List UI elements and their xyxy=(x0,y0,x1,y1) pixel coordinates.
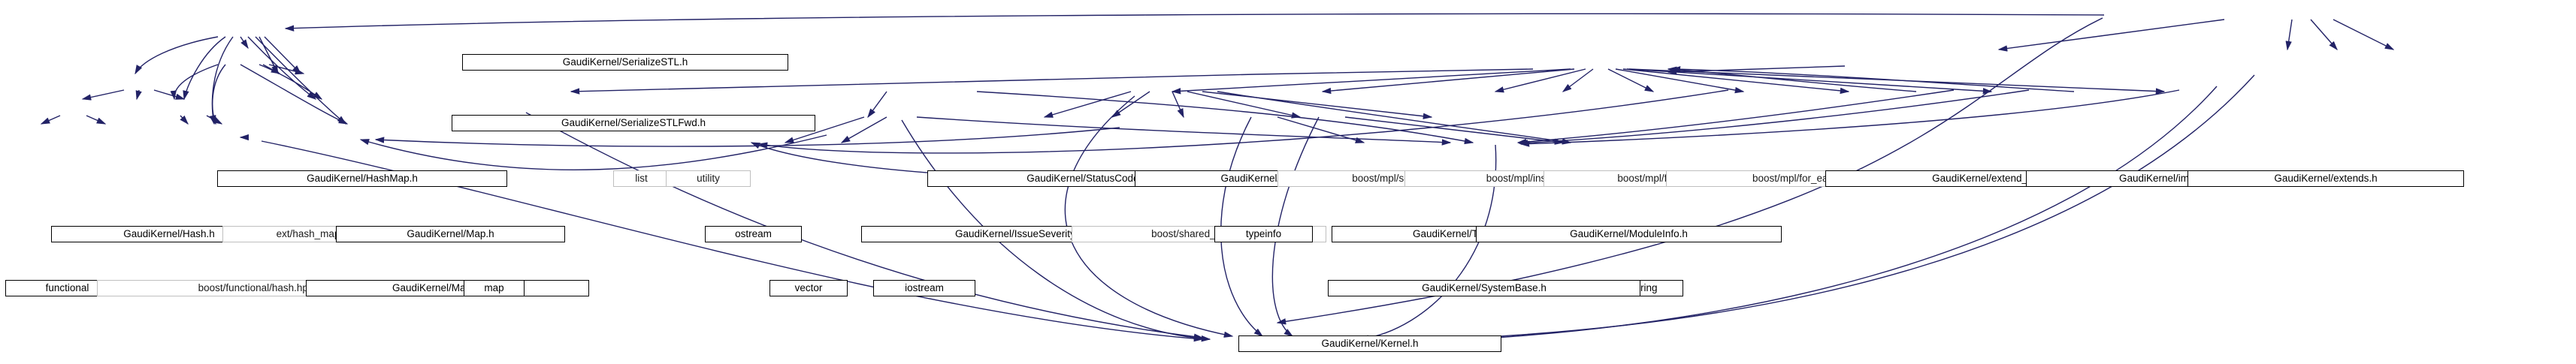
node-label: GaudiKernel/SystemBase.h xyxy=(1422,282,1547,294)
node-label: GaudiKernel/Kernel.h xyxy=(1321,338,1419,350)
node-label: GaudiKernel/HashMap.h xyxy=(307,173,418,185)
node-label: map xyxy=(484,282,504,294)
node-ostream[interactable]: ostream xyxy=(705,226,802,242)
node-typeinfo[interactable]: typeinfo xyxy=(1214,226,1313,242)
node-label: GaudiKernel/SerializeSTL.h xyxy=(562,56,688,68)
node-label: boost/functional/hash.hpp xyxy=(198,282,314,294)
node-label: GaudiKernel/Hash.h xyxy=(123,228,215,240)
node-serializestl[interactable]: GaudiKernel/SerializeSTL.h xyxy=(462,54,788,71)
node-label: GaudiKernel/StatusCode.h xyxy=(1026,173,1147,185)
node-list[interactable]: list xyxy=(613,170,670,187)
node-mapbase[interactable]: GaudiKernel/MapBase.h xyxy=(306,280,589,296)
node-iostream[interactable]: iostream xyxy=(873,280,975,296)
node-systembase[interactable]: GaudiKernel/SystemBase.h xyxy=(1328,280,1640,296)
node-hashmap[interactable]: GaudiKernel/HashMap.h xyxy=(217,170,507,187)
node-serializestlfwd[interactable]: GaudiKernel/SerializeSTLFwd.h xyxy=(452,115,815,131)
node-label: GaudiKernel/Map.h xyxy=(407,228,494,240)
node-label: iostream xyxy=(905,282,944,294)
node-label: utility xyxy=(697,173,720,185)
node-label: functional xyxy=(45,282,89,294)
node-utility[interactable]: utility xyxy=(666,170,751,187)
node-label: list xyxy=(635,173,648,185)
node-vector[interactable]: vector xyxy=(769,280,848,296)
node-moduleinfo[interactable]: GaudiKernel/ModuleInfo.h xyxy=(1476,226,1782,242)
node-label: GaudiKernel/ModuleInfo.h xyxy=(1570,228,1688,240)
node-kernel[interactable]: GaudiKernel/Kernel.h xyxy=(1238,335,1501,352)
node-extends[interactable]: GaudiKernel/extends.h xyxy=(2187,170,2464,187)
node-label: ext/hash_map xyxy=(276,228,340,240)
node-map-h[interactable]: GaudiKernel/Map.h xyxy=(336,226,565,242)
node-label: GaudiKernel/IssueSeverity.h xyxy=(954,228,1084,240)
node-label: GaudiKernel/SerializeSTLFwd.h xyxy=(561,117,706,129)
node-label: GaudiKernel/extends.h xyxy=(2274,173,2378,185)
node-label: ostream xyxy=(735,228,772,240)
node-map[interactable]: map xyxy=(464,280,525,296)
node-label: vector xyxy=(794,282,823,294)
node-label: typeinfo xyxy=(1245,228,1282,240)
